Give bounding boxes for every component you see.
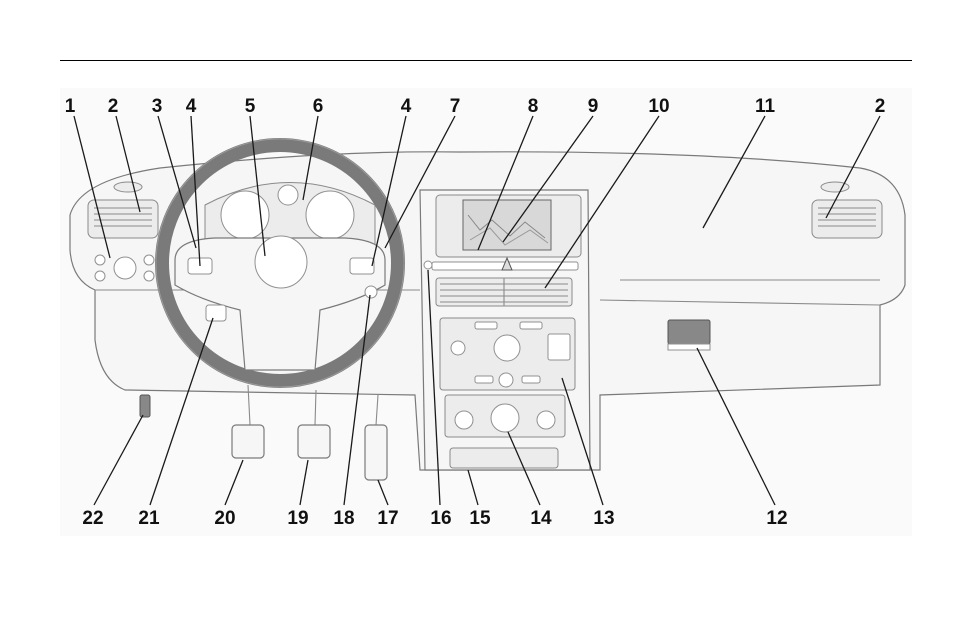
callout-2-right: 2 xyxy=(875,96,886,117)
accelerator-pedal xyxy=(365,425,387,480)
callout-16: 16 xyxy=(430,508,451,529)
callout-4: 4 xyxy=(186,96,197,117)
callout-1: 1 xyxy=(65,96,76,117)
callout-2: 2 xyxy=(108,96,119,117)
keypad xyxy=(548,334,570,360)
right-side-vent xyxy=(812,200,882,238)
clutch-pedal xyxy=(232,425,264,458)
callout-11: 11 xyxy=(755,96,776,117)
callout-4-right: 4 xyxy=(401,96,412,117)
bonnet-release xyxy=(140,395,150,417)
callout-22: 22 xyxy=(82,508,103,529)
speedometer xyxy=(306,191,354,239)
light-switch xyxy=(114,257,136,279)
callout-13: 13 xyxy=(593,508,614,529)
callout-7: 7 xyxy=(450,96,461,117)
storage-compartment xyxy=(450,448,558,468)
infotainment-knob xyxy=(494,335,520,361)
climate-knob-right xyxy=(537,411,555,429)
climate-knob-centre xyxy=(491,404,519,432)
fuel-gauge xyxy=(278,185,298,205)
callout-8: 8 xyxy=(528,96,539,117)
callout-6: 6 xyxy=(313,96,324,117)
callout-9: 9 xyxy=(588,96,599,117)
callout-19: 19 xyxy=(287,508,308,529)
callout-14: 14 xyxy=(530,508,552,529)
callout-17: 17 xyxy=(377,508,398,529)
callout-3: 3 xyxy=(152,96,163,117)
brake-pedal xyxy=(298,425,330,458)
callout-5: 5 xyxy=(245,96,256,117)
right-wheel-controls xyxy=(350,258,374,274)
ignition-lock xyxy=(206,305,226,321)
callout-10: 10 xyxy=(648,96,669,117)
climate-knob-left xyxy=(455,411,473,429)
callout-15: 15 xyxy=(469,508,491,529)
callout-18: 18 xyxy=(333,508,354,529)
centre-lock xyxy=(424,261,432,269)
horn-airbag xyxy=(255,236,307,288)
callout-21: 21 xyxy=(138,508,160,529)
wiper-stalk-end xyxy=(365,286,377,298)
callout-12: 12 xyxy=(766,508,787,529)
left-tweeter xyxy=(114,182,142,192)
left-side-vent xyxy=(88,200,158,238)
glovebox-handle xyxy=(668,320,710,344)
callout-20: 20 xyxy=(214,508,235,529)
